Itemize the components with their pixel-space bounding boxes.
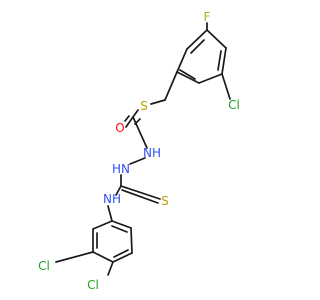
- bond-line-31: [113, 249, 129, 258]
- bond-line-1: [206, 29, 227, 49]
- bond-line-26: [112, 252, 133, 263]
- chlorine-label-meta: Cl: [38, 259, 50, 273]
- bond-line-22: [121, 189, 159, 204]
- molecule-drawing: F Cl S O NH HN NH S Cl Cl: [38, 10, 240, 292]
- bond-line-11: [164, 71, 178, 101]
- atom-labels-layer: F Cl S O NH HN NH S Cl Cl: [38, 10, 240, 292]
- bond-line-13: [132, 109, 139, 118]
- bond-line-5: [176, 48, 188, 73]
- bond-line-24: [111, 220, 132, 229]
- bond-line-6: [190, 39, 205, 54]
- chlorine-label-top: Cl: [228, 98, 240, 112]
- bond-line-4: [176, 71, 200, 84]
- thioether-sulfur-label: S: [140, 99, 148, 113]
- bond-line-29: [92, 220, 113, 230]
- bond-line-3: [198, 73, 223, 84]
- bond-line-0: [186, 29, 208, 50]
- hydrazide-hn-label: HN: [112, 162, 130, 176]
- hydrazide-nh-label: NH: [143, 146, 161, 160]
- bond-line-25: [130, 227, 133, 254]
- bond-line-14: [125, 116, 134, 128]
- amide-nh-label: NH: [103, 192, 121, 206]
- bond-line-34: [107, 261, 114, 276]
- bond-line-7: [217, 50, 222, 71]
- bonds-layer: [55, 22, 231, 276]
- bond-line-10: [221, 73, 231, 100]
- bond-line-2: [221, 47, 227, 75]
- chlorine-label-para: Cl: [87, 278, 99, 292]
- carbonyl-oxygen-label: O: [115, 121, 124, 135]
- bond-line-33: [55, 251, 94, 263]
- bond-line-18: [129, 157, 146, 165]
- bond-line-12: [150, 99, 166, 105]
- thione-sulfur-label: S: [161, 194, 169, 208]
- bond-line-23: [107, 205, 113, 222]
- bond-line-16: [124, 115, 130, 122]
- bond-line-17: [132, 116, 148, 149]
- bond-line-20: [115, 185, 122, 196]
- structure-canvas: F Cl S O NH HN NH S Cl Cl: [38, 10, 240, 292]
- bond-line-30: [111, 225, 128, 233]
- bond-line-8: [179, 69, 196, 80]
- bond-line-21: [120, 185, 161, 200]
- fluorine-label: F: [204, 10, 211, 24]
- bond-line-27: [92, 251, 114, 263]
